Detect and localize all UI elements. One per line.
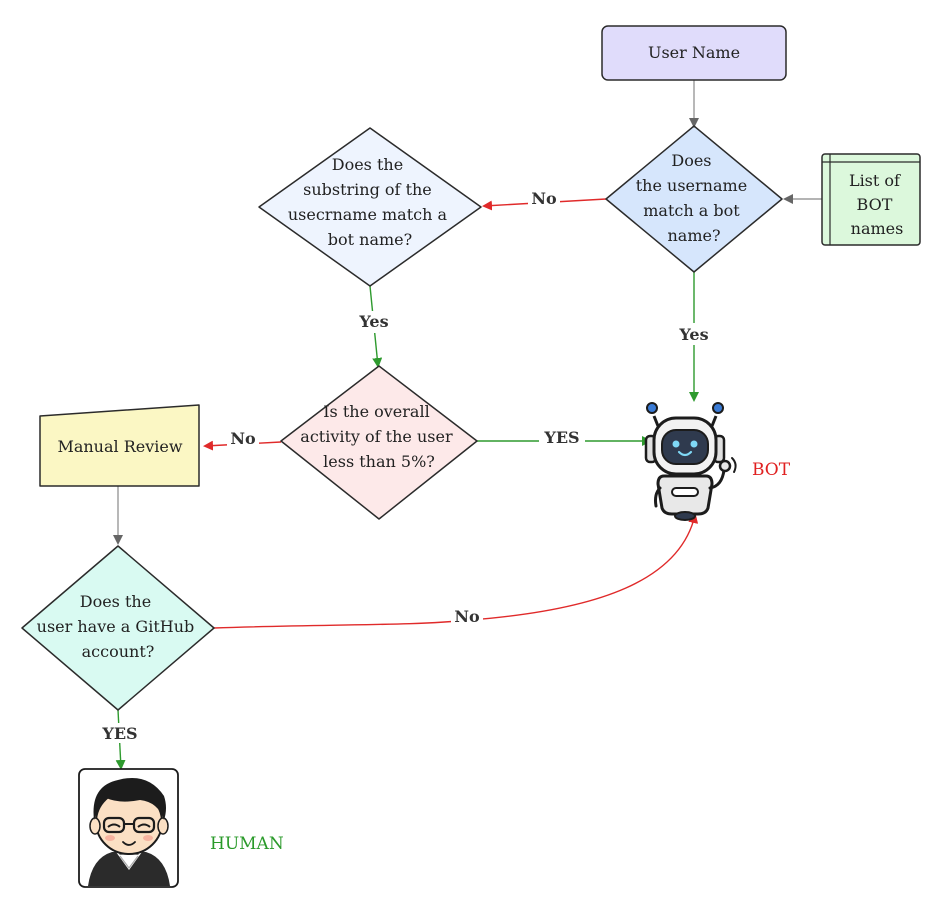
human-label: HUMAN	[210, 834, 284, 854]
node-github-line-2: user have a GitHub	[37, 617, 195, 636]
robot-icon	[644, 402, 737, 521]
edge-label-yes-github: YES	[101, 724, 137, 743]
edge-label-yes-botmatch: Yes	[678, 325, 708, 344]
node-manual-review: Manual Review	[39, 404, 200, 487]
svg-text:Is the overall activity: Is the overall activity of the user less…	[300, 402, 457, 471]
node-activity-line-3: less than 5%?	[323, 452, 435, 471]
node-substring-match: Does the substring of the usecrname matc…	[258, 127, 482, 287]
node-substring-line-1: Does the	[332, 155, 403, 174]
svg-text:Does the username: Does the username match a bot name?	[636, 151, 753, 245]
node-bot-match: Does the username match a bot name?	[605, 125, 783, 273]
node-bot-match-line-3: match a bot	[643, 201, 740, 220]
svg-text:Does the substring of th: Does the substring of the usecrname matc…	[288, 155, 452, 249]
node-bot-match-line-1: Does	[671, 151, 711, 170]
node-user-name-label: User Name	[648, 43, 740, 62]
node-bot-match-line-2: the username	[636, 176, 747, 195]
node-github-line-1: Does the	[80, 592, 151, 611]
node-bot-list-line-2: BOT	[857, 195, 893, 214]
node-github-line-3: account?	[82, 642, 155, 661]
node-activity: Is the overall activity of the user less…	[280, 365, 478, 520]
node-substring-line-4: bot name?	[328, 230, 412, 249]
edge-label-yes-substring: Yes	[358, 312, 388, 331]
edge-label-yes-activity: YES	[543, 428, 579, 447]
node-manual-review-label: Manual Review	[57, 437, 182, 456]
edge-label-no-activity: No	[230, 429, 256, 448]
svg-text:List of BOT names: List of BOT names	[849, 171, 905, 238]
node-user-name: User Name	[601, 25, 787, 81]
node-bot-match-line-4: name?	[667, 226, 720, 245]
edge-label-no-botmatch: No	[531, 189, 557, 208]
node-substring-line-3: usecrname match a	[288, 205, 448, 224]
edge-label-no-github: No	[454, 607, 480, 626]
node-bot-list-line-3: names	[851, 219, 904, 238]
node-bot-list-line-1: List of	[849, 171, 901, 190]
bot-label: BOT	[752, 460, 791, 480]
node-github: Does the user have a GitHub account?	[21, 545, 215, 711]
node-bot-list: List of BOT names	[821, 153, 921, 246]
svg-text:Does the user have a Git: Does the user have a GitHub account?	[37, 592, 200, 661]
node-activity-line-1: Is the overall	[323, 402, 429, 421]
node-substring-line-2: substring of the	[303, 180, 432, 199]
node-activity-line-2: activity of the user	[300, 427, 453, 446]
human-avatar-icon	[78, 768, 179, 888]
